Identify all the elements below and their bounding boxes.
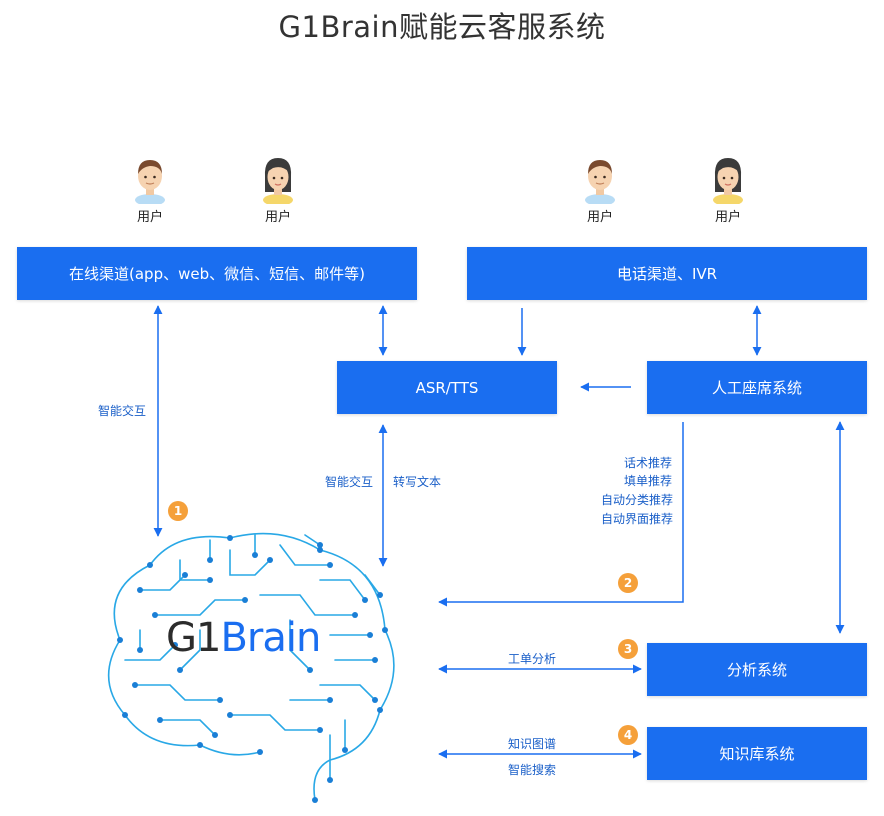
label-form-recommend: 填单推荐	[624, 474, 673, 488]
user-female-avatar-icon	[713, 158, 743, 204]
user-male-avatar-icon	[585, 160, 615, 204]
arrow-agent-to-brain	[438, 422, 684, 607]
brain-logo-brain: Brain	[220, 615, 321, 661]
step-badge-4: 4	[618, 725, 638, 745]
brain-logo-text: G1Brain	[166, 615, 321, 661]
label-transcribe: 转写文本	[393, 475, 442, 489]
user-female-right: 用户	[698, 152, 758, 225]
user-male-right: 用户	[570, 152, 630, 225]
agent-system-box: 人工座席系统	[647, 361, 867, 414]
brain-logo-g1: G1	[166, 615, 221, 661]
label-knowledge-graph: 知识图谱	[508, 737, 557, 751]
label-auto-classify: 自动分类推荐	[601, 493, 674, 507]
analysis-system-box: 分析系统	[647, 643, 867, 696]
label-auto-ui: 自动界面推荐	[601, 512, 674, 526]
user-label: 用户	[714, 210, 741, 225]
user-label: 用户	[136, 210, 163, 225]
brain-circuit-icon	[107, 532, 395, 803]
step-badge-1: 1	[168, 501, 188, 521]
user-female-avatar-icon	[263, 158, 293, 204]
online-channel-box: 在线渠道(app、web、微信、短信、邮件等)	[17, 247, 417, 300]
user-male-avatar-icon	[135, 160, 165, 204]
asr-tts-box: ASR/TTS	[337, 361, 557, 414]
user-male-left: 用户	[120, 152, 180, 225]
user-female-left: 用户	[248, 152, 308, 225]
label-ticket-analysis: 工单分析	[508, 652, 557, 666]
step-badge-2: 2	[618, 573, 638, 593]
phone-channel-box: 电话渠道、IVR	[467, 247, 867, 300]
label-smart-interaction-mid: 智能交互	[325, 475, 374, 489]
label-smart-search: 智能搜索	[508, 763, 557, 777]
page-title: G1Brain赋能云客服系统	[278, 10, 606, 44]
user-label: 用户	[264, 210, 291, 225]
label-smart-interaction-left: 智能交互	[98, 404, 147, 418]
label-script-recommend: 话术推荐	[624, 456, 673, 470]
user-label: 用户	[586, 210, 613, 225]
knowledge-system-box: 知识库系统	[647, 727, 867, 780]
step-badge-3: 3	[618, 639, 638, 659]
